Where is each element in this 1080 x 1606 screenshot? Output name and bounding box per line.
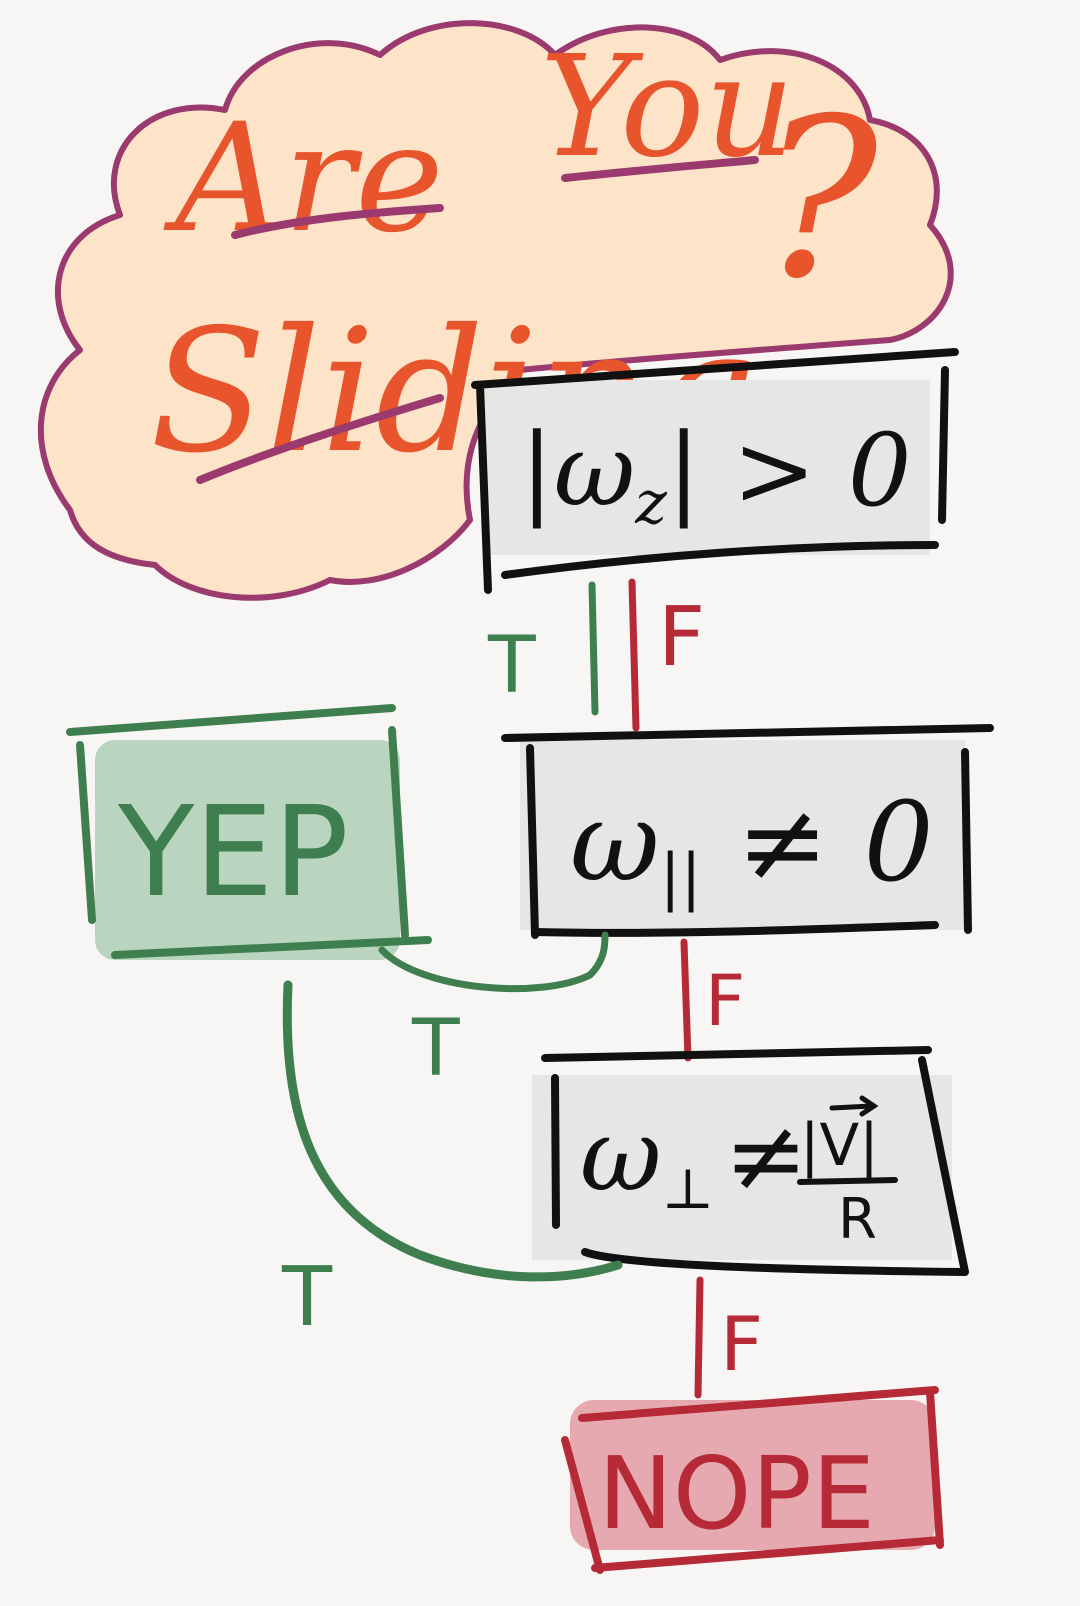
cond1-label: |ωz| > 0	[520, 412, 912, 538]
edge-c2-true: T	[378, 931, 609, 1094]
edge-c1-true-label: T	[487, 621, 536, 711]
cond3-op: ≠	[724, 1097, 808, 1214]
edge-c3-false-label: F	[720, 1300, 763, 1388]
nope-fill	[570, 1400, 935, 1550]
cond2-sub: ||	[660, 840, 702, 913]
title-underline-you	[561, 156, 759, 182]
condition-box-2: ω|| ≠ 0	[501, 724, 994, 939]
nope-border	[561, 1386, 944, 1574]
title-underline-sliding	[196, 394, 444, 484]
condition-box-1: |ωz| > 0	[471, 348, 959, 594]
yep-label: YEP	[117, 780, 349, 925]
edge-c1-true-line	[588, 581, 599, 716]
cond3-border	[541, 1046, 969, 1276]
title-word-are: Are	[163, 92, 444, 266]
cond2-label: ω|| ≠ 0	[570, 778, 934, 913]
edge-c1-false-line	[628, 578, 640, 732]
edge-c1-true: T	[487, 581, 599, 716]
cond3-numerator: |V|	[800, 1111, 879, 1179]
cond1-fill	[485, 380, 930, 555]
cond3-vector-arrow	[829, 1095, 879, 1117]
edge-c3-true: T	[281, 980, 623, 1345]
cond2-fill	[520, 740, 965, 930]
edge-c1-false-label: F	[658, 590, 705, 685]
edge-c3-true-label: T	[281, 1250, 333, 1345]
yep-box: YEP	[66, 704, 432, 960]
title-underline-are	[231, 204, 444, 239]
edge-c2-false-label: F	[705, 960, 745, 1042]
edge-c3-true-line	[282, 980, 623, 1282]
cond3-fill	[532, 1075, 952, 1260]
edge-c3-false-line	[694, 1276, 704, 1399]
yep-border	[66, 704, 432, 959]
condition-box-3: ω⊥≠ |V| R	[532, 1046, 969, 1276]
cond1-border	[471, 348, 959, 594]
nope-box: NOPE	[561, 1386, 944, 1574]
yep-fill	[95, 740, 400, 960]
cond3-sub: ⊥	[662, 1157, 715, 1222]
cond2-border	[501, 724, 994, 939]
title-question-mark: ?	[760, 71, 880, 327]
cond1-rhs: | > 0	[667, 412, 912, 529]
edge-c2-false: F	[680, 938, 745, 1062]
nope-label: NOPE	[598, 1435, 875, 1552]
edge-c2-false-line	[680, 938, 692, 1062]
cond2-rhs: ≠ 0	[701, 778, 933, 906]
cond3-fraction-bar	[797, 1177, 898, 1185]
cond1-sub: z	[634, 468, 667, 538]
cond3-lhs: ω	[580, 1097, 662, 1214]
edge-c1-false: F	[628, 578, 705, 732]
cond1-lhs: |ω	[520, 412, 635, 529]
cond2-lhs: ω	[570, 778, 660, 906]
edge-c3-false: F	[694, 1276, 763, 1399]
cond3-label: ω⊥≠	[580, 1097, 808, 1222]
cond3-denominator: R	[838, 1187, 877, 1252]
edge-c2-true-line	[378, 931, 609, 993]
edge-c2-true-label: T	[411, 1004, 460, 1094]
